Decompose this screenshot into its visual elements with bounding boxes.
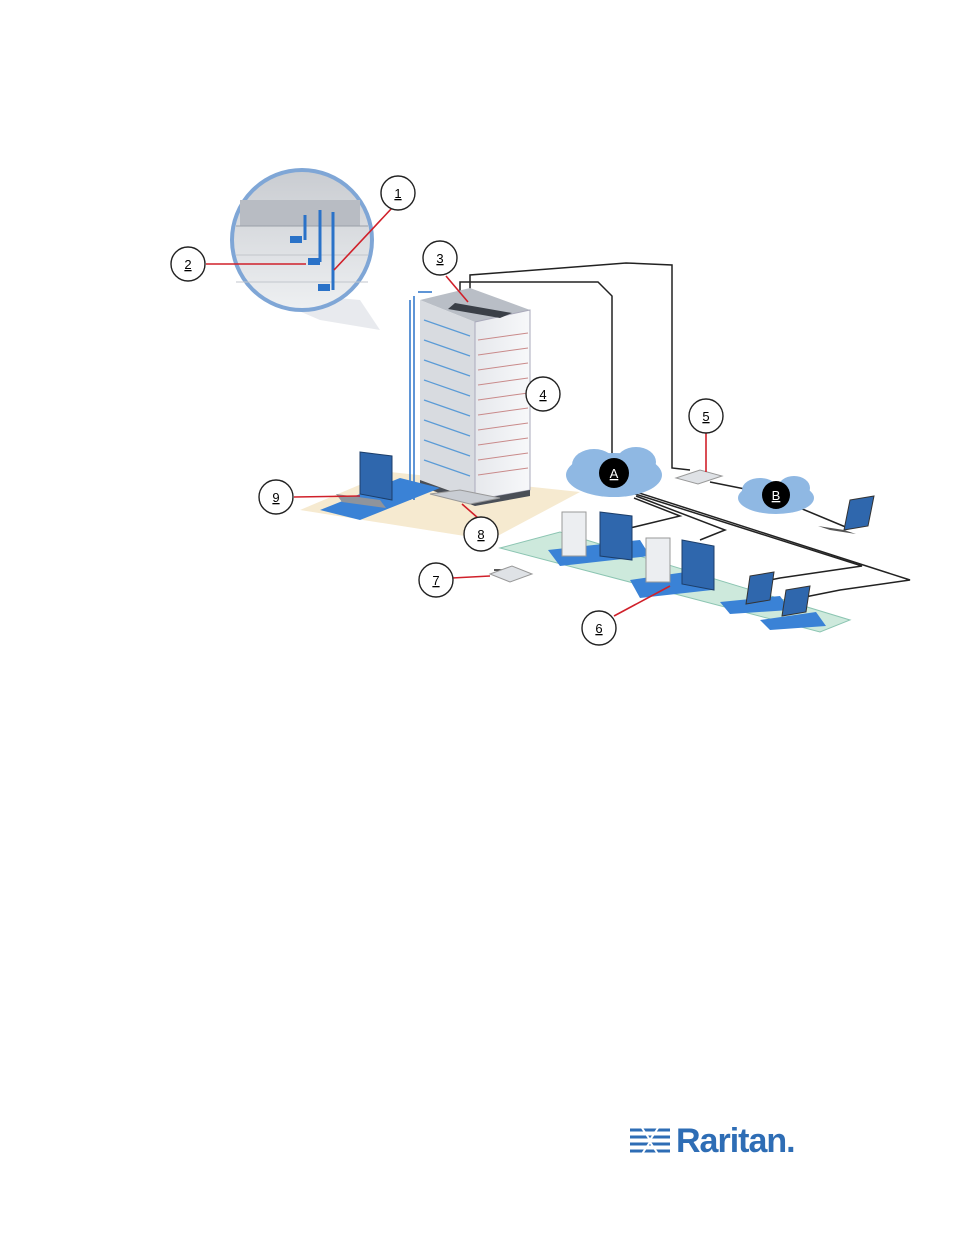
raritan-logo-text: Raritan. [676,1120,795,1162]
callout-5-label: 5 [702,409,709,424]
network-b-label: B [772,488,781,503]
callout-4-label: 4 [539,387,546,402]
server-rack [410,288,530,506]
local-access-device [490,566,532,582]
callout-6-label: 6 [595,621,602,636]
callout-1-label: 1 [394,186,401,201]
callout-9-label: 9 [272,490,279,505]
callout-7-label: 7 [432,573,439,588]
remote-access-device [676,470,722,484]
raritan-logo: Raritan. [628,1120,798,1162]
magnifier-detail [232,170,380,330]
callout-8-label: 8 [477,527,484,542]
raritan-logo-mark-icon [628,1120,672,1162]
network-a-label: A [610,466,619,481]
remote-laptop [818,496,874,534]
kvm-network-diagram: A B [0,0,954,700]
callout-3-label: 3 [436,251,443,266]
user-laptops [720,572,826,630]
callout-2-label: 2 [184,257,191,272]
